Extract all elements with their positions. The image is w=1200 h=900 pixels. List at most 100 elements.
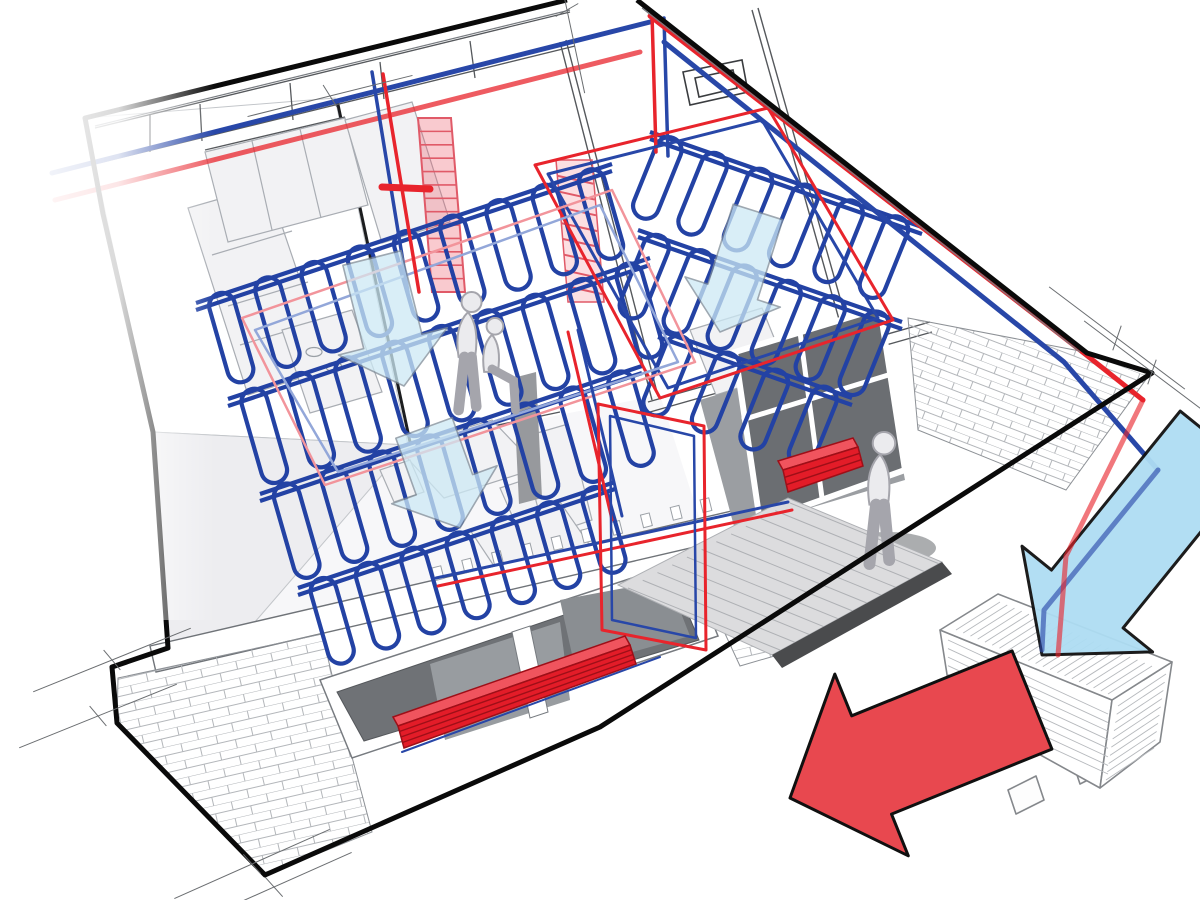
- grille-line: [947, 648, 1109, 723]
- coil-loop: [676, 150, 729, 237]
- coil-loop: [367, 449, 418, 548]
- coil-trunk: [649, 137, 923, 236]
- radiator-balcony: [776, 437, 864, 493]
- riser-tap-red: [378, 183, 434, 193]
- person-living: [482, 317, 520, 415]
- coil-loop: [444, 530, 492, 621]
- riser-pair-red: [381, 72, 421, 294]
- coil-loop: [239, 386, 290, 486]
- left-ring-pink: [240, 188, 697, 487]
- coil-loop: [520, 292, 571, 392]
- deck-plank: [760, 517, 913, 581]
- grille-line: [1086, 656, 1131, 686]
- dimension-mark: [19, 683, 177, 749]
- exhaust-warm-air-arrow: [788, 649, 1054, 858]
- unit-feed-blue: [1039, 467, 1161, 653]
- grille-line: [1107, 739, 1156, 773]
- unit-grille: [1105, 673, 1167, 781]
- left-ring-lightblue: [253, 203, 680, 474]
- dimension-mark: [1048, 286, 1186, 390]
- left-fade: [0, 60, 215, 620]
- coil-loop: [484, 198, 533, 292]
- stove-burner: [305, 346, 323, 358]
- coil-loop: [606, 369, 656, 468]
- coil-loop: [308, 575, 356, 666]
- dim-tick: [103, 649, 121, 671]
- right-band-3: [641, 328, 853, 469]
- person-leg: [878, 498, 896, 566]
- grille-line: [947, 639, 1109, 715]
- cool-air-arrow-right-room: [684, 203, 784, 333]
- cool-air-arrow-center-lower: [390, 416, 498, 529]
- coil-trunk: [195, 169, 613, 312]
- grille-line: [962, 604, 1008, 634]
- dimension-mark: [33, 627, 191, 693]
- radiator-fin: [786, 459, 862, 486]
- deck-plank: [745, 525, 899, 589]
- deck-plank: [716, 541, 869, 605]
- radiator-feed-blue: [401, 656, 661, 753]
- grille-line: [1115, 690, 1164, 723]
- dim-tick: [264, 877, 284, 897]
- grille-line: [1116, 681, 1165, 715]
- grille-line: [991, 616, 1037, 646]
- exterior-air-arrows: [788, 397, 1200, 858]
- joist-end: [669, 504, 683, 521]
- cool-air-arrows: [337, 203, 784, 529]
- deck-plank: [642, 579, 795, 643]
- dimension-marks: [19, 0, 1200, 900]
- coil-loop: [353, 560, 402, 651]
- grille-line: [1112, 706, 1161, 740]
- dim-tick: [1147, 359, 1157, 385]
- person-head: [485, 317, 505, 336]
- person-leg-seated: [487, 364, 520, 415]
- dim-tick: [242, 854, 262, 874]
- apex-drop-red: [650, 12, 658, 154]
- deck-plank: [775, 510, 928, 574]
- riser-stripe: [563, 253, 601, 264]
- riser-stripe: [562, 237, 599, 248]
- coil-loop: [857, 214, 911, 301]
- person-head: [871, 431, 897, 456]
- dimension-mark: [247, 74, 413, 118]
- radiator-fin: [402, 658, 635, 744]
- slab-edge-red: [436, 508, 794, 588]
- deck-fascia: [772, 562, 952, 668]
- deck-plank: [671, 564, 825, 628]
- brick-wall-right: [907, 317, 1151, 491]
- deck-plank: [730, 533, 884, 597]
- coil-loop: [399, 545, 447, 636]
- grille-line: [1078, 653, 1124, 683]
- deck-plank: [686, 556, 840, 620]
- coil-loop: [462, 417, 513, 516]
- radiator-fin: [784, 452, 860, 479]
- person-leg: [466, 351, 482, 412]
- dimension-mark: [243, 851, 352, 900]
- coil-trunk: [637, 228, 903, 324]
- coil-loop: [567, 276, 618, 376]
- window-ring-blue: [608, 414, 698, 640]
- dim-tick: [322, 84, 338, 108]
- coil-trunk: [637, 235, 903, 331]
- joist-end: [639, 512, 653, 529]
- deck-plank: [701, 548, 854, 612]
- joist-end: [550, 534, 564, 551]
- radiator-fin: [400, 653, 634, 738]
- grille-line: [1100, 662, 1146, 692]
- dimension-mark: [555, 0, 586, 94]
- grille-line: [984, 613, 1030, 643]
- coil-loop: [793, 294, 847, 382]
- grille-line: [1111, 714, 1160, 748]
- window-drop-red: [566, 330, 614, 522]
- radiator-lower-window: [391, 635, 637, 749]
- dimension-mark: [1083, 320, 1200, 409]
- coil-loop: [535, 500, 583, 590]
- deck-plank: [627, 587, 781, 651]
- grille-line: [955, 601, 1001, 631]
- coil-loop: [576, 167, 626, 261]
- radiator-fin: [399, 649, 632, 733]
- unit-feed-red: [1055, 397, 1146, 658]
- window-drop-blue: [576, 328, 624, 518]
